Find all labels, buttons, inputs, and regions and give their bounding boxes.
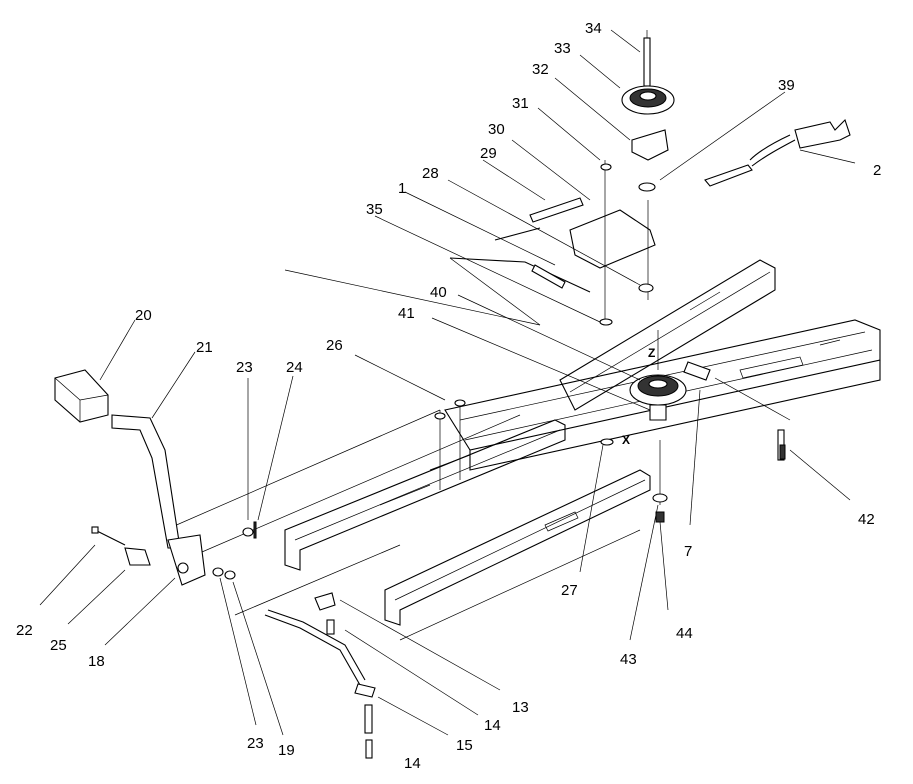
pulley-bracket — [631, 129, 669, 192]
lower-channel-rail — [384, 469, 651, 626]
left-channel-rail — [284, 419, 566, 571]
top-idler-pulley — [621, 30, 675, 115]
washer-nut-stack — [600, 438, 668, 523]
callout-26: 26 — [326, 337, 343, 354]
callout-15: 15 — [456, 737, 473, 754]
callout-42: 42 — [858, 511, 875, 528]
callout-21: 21 — [196, 339, 213, 356]
pedal-washers — [212, 521, 257, 580]
callout-40: 40 — [430, 284, 447, 301]
callout-32: 32 — [532, 61, 549, 78]
callout-14-mid: 14 — [484, 717, 501, 734]
callout-23-bottom: 23 — [247, 735, 264, 752]
callout-25: 25 — [50, 637, 67, 654]
main-drive-pulley — [629, 330, 687, 421]
callout-1: 1 — [398, 180, 406, 197]
callout-14-bottom: 14 — [404, 755, 421, 772]
pedal-bushing — [91, 526, 151, 566]
upper-frame-rail — [559, 259, 776, 411]
callout-31: 31 — [512, 95, 529, 112]
callout-35: 35 — [366, 201, 383, 218]
callout-labels: 34 33 32 39 31 30 2 29 28 1 35 40 41 20 … — [16, 20, 881, 772]
lower-pins — [364, 704, 373, 759]
pedal-pad — [54, 369, 109, 423]
callout-27: 27 — [561, 582, 578, 599]
leader-lines — [39, 29, 856, 736]
callout-34: 34 — [585, 20, 602, 37]
roller-spacer — [683, 361, 791, 461]
callout-33: 33 — [554, 40, 571, 57]
tension-spring — [704, 118, 851, 187]
callout-19: 19 — [278, 742, 295, 759]
callout-43: 43 — [620, 651, 637, 668]
callout-44: 44 — [676, 625, 693, 642]
callout-39: 39 — [778, 77, 795, 94]
callout-23-top: 23 — [236, 359, 253, 376]
linkage-rod — [264, 609, 376, 698]
callout-7: 7 — [684, 543, 692, 560]
callout-30: 30 — [488, 121, 505, 138]
pedal-arm — [111, 414, 206, 586]
control-rod — [449, 227, 591, 326]
callout-18: 18 — [88, 653, 105, 670]
callout-20: 20 — [135, 307, 152, 324]
callout-22: 22 — [16, 622, 33, 639]
idler-arm-bracket — [529, 160, 656, 326]
marker-z: Z — [648, 346, 655, 360]
callout-29: 29 — [480, 145, 497, 162]
callout-28: 28 — [422, 165, 439, 182]
callout-41: 41 — [398, 305, 415, 322]
callout-24: 24 — [286, 359, 303, 376]
linkage-bracket — [314, 592, 336, 635]
marker-x: X — [622, 433, 630, 447]
center-bolts — [429, 399, 471, 490]
callout-13: 13 — [512, 699, 529, 716]
callout-2: 2 — [873, 162, 881, 179]
